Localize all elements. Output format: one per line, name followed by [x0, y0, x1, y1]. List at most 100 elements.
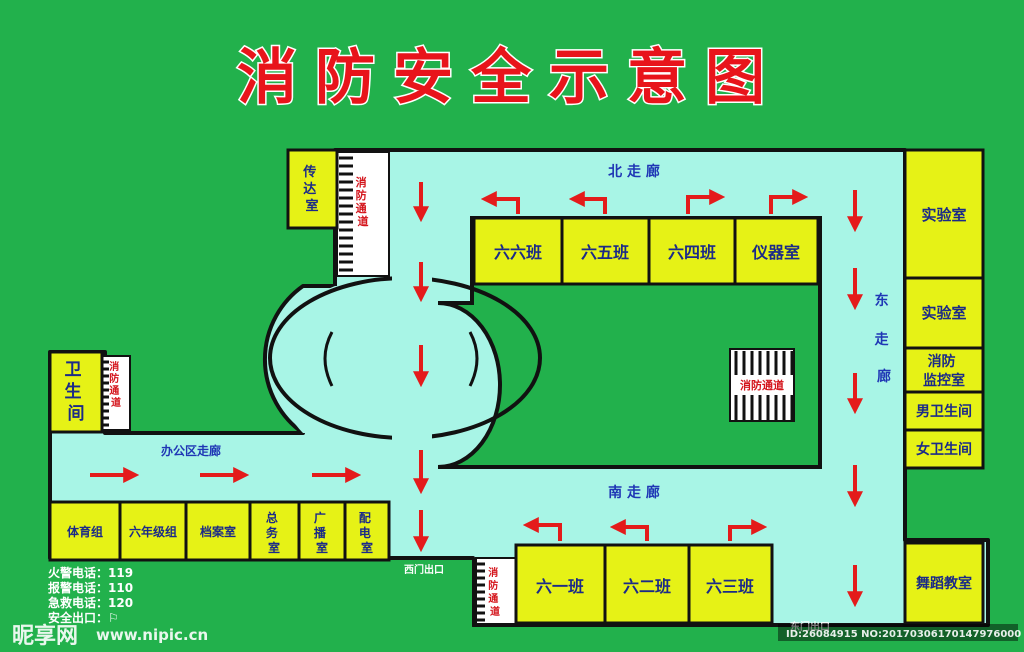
label-jiankong-line-1: 消防	[928, 353, 956, 370]
page-title: 消防安全示意图	[237, 43, 783, 113]
label-nanwc: 男卫生间	[916, 403, 972, 420]
label-wudao: 舞蹈教室	[916, 575, 972, 592]
watermark-url: www.nipic.cn	[96, 626, 208, 644]
label-weisheng-char-2: 生	[65, 381, 82, 402]
arrow-turn-liuer	[609, 519, 649, 541]
passage-label-bottom: 消 防 通 道	[488, 566, 501, 618]
label-weisheng: 卫 生 间	[65, 360, 88, 424]
arrow-turn-liusi	[686, 189, 726, 214]
arrow-turn-liuwu	[568, 191, 607, 214]
arrow-turn-yiqi	[769, 189, 809, 214]
passage-top-char-1: 消	[356, 175, 367, 189]
corridor-north-label: 北 走 廊	[608, 163, 660, 180]
room-liuwu	[560, 216, 651, 286]
label-peidian-char-2: 电	[359, 525, 371, 540]
passage-label-top: 消 防 通 道	[356, 175, 371, 228]
phone-line-4: 安全出口：⚐	[48, 610, 119, 625]
loop-island	[277, 286, 380, 433]
room-liuyi	[514, 543, 607, 625]
label-liusi: 六四班	[668, 243, 716, 262]
label-shiyan1: 实验室	[921, 206, 966, 224]
corridor-east-label: 东 走 廊	[875, 292, 894, 385]
arrow-turn-liuyi	[522, 517, 562, 541]
passage-left-char-2: 防	[109, 372, 119, 385]
label-nianji: 六年级组	[129, 524, 177, 539]
label-liuliu: 六六班	[494, 243, 542, 262]
phone-info: 火警电话：119 报警电话：110 急救电话：120 安全出口：⚐	[48, 565, 133, 625]
room-liusi	[647, 216, 737, 286]
label-chuanda-char-3: 室	[305, 198, 318, 214]
passage-bottom-char-3: 通	[488, 593, 498, 605]
label-jiankong: 消防 监控室	[923, 353, 965, 389]
phone-line-2: 报警电话：110	[48, 580, 133, 595]
arrows	[90, 182, 863, 608]
label-shiyan2: 实验室	[921, 304, 966, 322]
room-chuanda	[286, 148, 339, 230]
arrow-turn-liuliu	[480, 191, 520, 214]
watermark-brand: 昵享网	[12, 623, 78, 649]
label-jiankong-line-2: 监控室	[923, 372, 965, 389]
passage-top-char-4: 道	[358, 214, 369, 228]
passage-label-left: 消 防 通 道	[109, 360, 122, 409]
label-peidian: 配 电 室	[359, 510, 375, 555]
room-shiyan2	[903, 276, 985, 350]
passage-label-middle: 消防通道	[740, 378, 784, 392]
label-nvwc: 女卫生间	[916, 441, 972, 458]
corridor-south-label: 南 走 廊	[608, 484, 660, 501]
label-chuanda-char-2: 达	[303, 181, 316, 197]
label-chuanda: 传 达 室	[302, 164, 321, 214]
label-liusan: 六三班	[706, 577, 754, 596]
label-zongwu-char-1: 总	[266, 510, 278, 525]
label-guangbo-char-2: 播	[314, 525, 327, 540]
arrow-turn-liusan	[728, 519, 768, 541]
passage-left-char-3: 通	[109, 385, 119, 397]
label-dangan: 档案室	[200, 524, 236, 539]
corridor-east-char-3: 廊	[877, 368, 891, 385]
east-exit-label: 东门出口	[790, 620, 830, 633]
corridor-office-label: 办公区走廊	[161, 443, 221, 458]
room-tiyu	[48, 500, 122, 562]
label-yiqi: 仪器室	[751, 243, 800, 262]
room-shiyan1	[903, 148, 985, 280]
label-zongwu-char-3: 室	[268, 540, 280, 555]
label-guangbo: 广 播 室	[314, 510, 330, 555]
phone-line-3: 急救电话：120	[48, 595, 133, 610]
room-weisheng	[48, 350, 104, 434]
west-exit-label: 西门出口	[404, 563, 444, 576]
room-peidian	[343, 500, 391, 562]
room-nianji	[118, 500, 188, 562]
watermark: 昵享网 www.nipic.cn ID:26084915 NO:20170306…	[12, 623, 1021, 649]
loop-mask	[392, 270, 432, 440]
passage-left-char-1: 消	[109, 360, 119, 373]
outer-green-south-left	[52, 560, 472, 650]
label-liuwu: 六五班	[581, 243, 629, 262]
label-liuyi: 六一班	[536, 577, 584, 596]
room-liuer	[603, 543, 691, 625]
corridor-east-char-1: 东	[875, 292, 889, 309]
loop-curve-right	[468, 331, 479, 387]
loop-curve-left	[323, 331, 334, 387]
passage-bottom-char-2: 防	[488, 579, 498, 592]
label-weisheng-char-3: 间	[68, 403, 85, 424]
room-liuliu	[472, 216, 564, 286]
label-weisheng-char-1: 卫	[65, 360, 82, 380]
watermark-id-bg	[778, 624, 1018, 641]
label-peidian-char-3: 室	[361, 540, 373, 555]
passage-labels: 消 防 通 道 消 防 通 道 消防通道 消 防 通 道	[109, 175, 784, 618]
room-labels: 传 达 室 卫 生 间 六六班 六五班 六四班 仪器室 实验室 实验室 消防 监…	[65, 164, 972, 596]
label-guangbo-char-3: 室	[316, 540, 328, 555]
corridor-east-char-2: 走	[875, 332, 890, 348]
watermark-id: ID:26084915 NO:20170306170147976000	[786, 629, 1021, 640]
label-guangbo-char-1: 广	[314, 510, 326, 525]
corridor-labels: 北 走 廊 南 走 廊 办公区走廊 东 走 廊	[161, 163, 894, 501]
room-liusan	[687, 543, 774, 625]
label-zongwu: 总 务 室	[266, 510, 282, 555]
room-yiqi	[733, 216, 820, 286]
passage-top-char-2: 防	[356, 188, 367, 202]
room-dangan	[184, 500, 252, 562]
label-peidian-char-1: 配	[359, 510, 371, 525]
label-tiyu: 体育组	[67, 524, 103, 539]
label-zongwu-char-2: 务	[266, 525, 279, 540]
label-chuanda-char-1: 传	[302, 164, 316, 180]
